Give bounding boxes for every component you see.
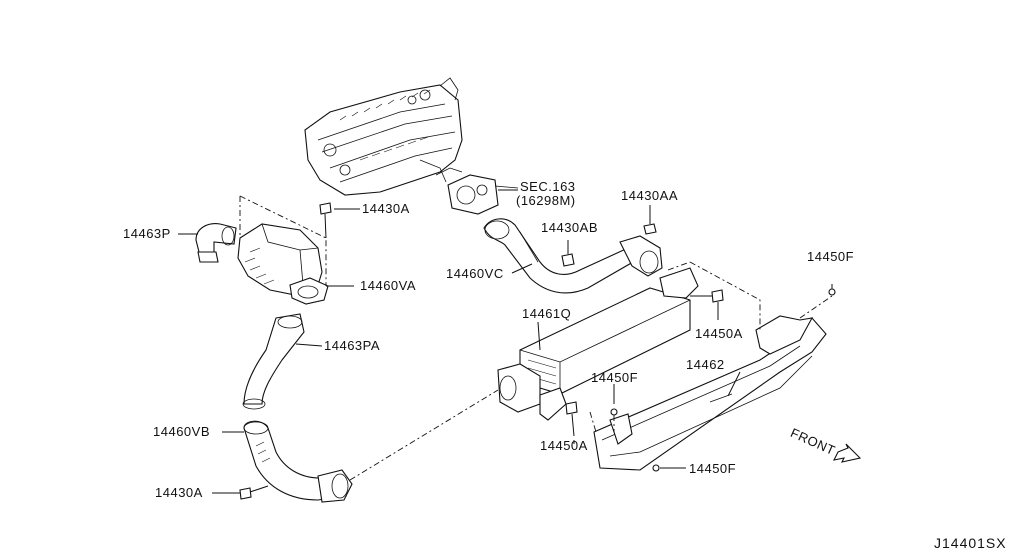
clip-14450f-bottom xyxy=(652,464,660,472)
label-14430aa: 14430AA xyxy=(621,188,678,203)
label-14430a-top: 14430A xyxy=(362,201,410,216)
front-arrow-icon xyxy=(833,443,862,463)
label-14450a-bottom: 14450A xyxy=(540,438,588,453)
hose-14463pa xyxy=(242,313,305,410)
air-duct-va xyxy=(237,223,329,305)
label-14461q: 14461Q xyxy=(522,306,572,321)
intercooler-14461q xyxy=(497,267,699,421)
clip-14450f-right xyxy=(828,288,836,296)
label-14460vc: 14460VC xyxy=(446,266,504,281)
label-14460va: 14460VA xyxy=(360,278,417,293)
label-14463p: 14463P xyxy=(123,226,171,241)
bolt-14430a-bottom xyxy=(239,485,269,500)
label-14430a-bottom: 14430A xyxy=(155,485,203,500)
label-14450f-mid: 14450F xyxy=(591,370,639,385)
engine-illustration xyxy=(304,77,463,196)
hose-14463p xyxy=(195,223,237,263)
label-sec-163: SEC.163 xyxy=(520,179,576,194)
label-14450f-right: 14450F xyxy=(807,249,855,264)
label-sec-163-sub: (16298M) xyxy=(516,193,576,208)
label-14462: 14462 xyxy=(686,357,725,372)
bolt-14430aa xyxy=(643,205,657,235)
bolt-14450a-right xyxy=(690,289,724,320)
pipe-14460vb xyxy=(243,420,353,503)
throttle-chamber xyxy=(447,174,519,215)
bolt-14430ab xyxy=(561,240,575,267)
bolt-14450a-bottom xyxy=(565,401,578,437)
label-14450a-right: 14450A xyxy=(695,326,743,341)
label-14460vb: 14460VB xyxy=(153,424,210,439)
clip-14450f-mid xyxy=(610,408,618,416)
bolt-14430a-top xyxy=(319,202,332,239)
label-14430ab: 14430AB xyxy=(541,220,598,235)
label-14450f-bottom: 14450F xyxy=(689,461,737,476)
diagram-reference-code: J14401SX xyxy=(934,535,1007,551)
air-pipe-vc xyxy=(483,218,663,294)
deflector-14462 xyxy=(593,315,827,471)
label-14463pa: 14463PA xyxy=(324,338,381,353)
